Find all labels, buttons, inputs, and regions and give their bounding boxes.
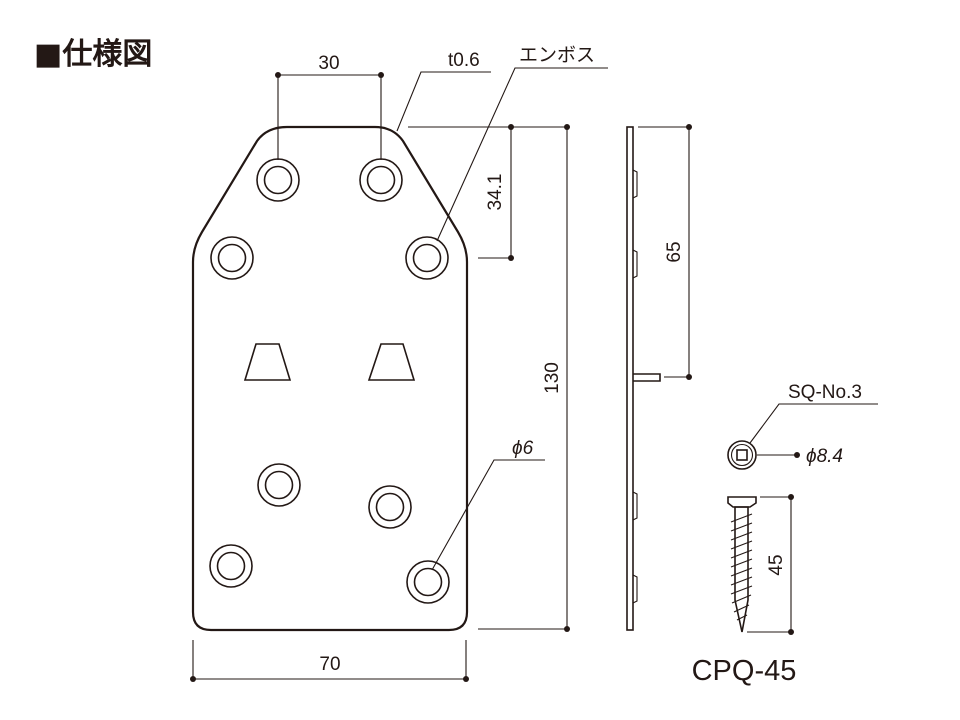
screw-head-dia-label: ϕ8.4: [806, 446, 843, 467]
dimension-45: [747, 494, 794, 635]
dim-width-label: 70: [319, 654, 340, 675]
dimension-hole-pitch: [275, 72, 384, 160]
thickness-label: t0.6: [448, 50, 480, 71]
screw-drive-leader: [749, 403, 878, 444]
hole-emboss: [405, 236, 449, 280]
claw-tab: [243, 343, 292, 381]
dimension-130: [478, 124, 570, 632]
dim-65-label: 65: [664, 241, 685, 262]
dimension-34: [408, 124, 514, 261]
hole: [210, 236, 254, 280]
dimension-width: [190, 640, 469, 682]
screw-side-view: [727, 496, 757, 633]
dim-130-label: 130: [542, 362, 563, 394]
emboss-label: エンボス: [519, 44, 595, 66]
hole: [209, 544, 253, 588]
dim-45-label: 45: [766, 554, 787, 575]
screw-head-top-view: [727, 440, 757, 470]
emboss-leader: [436, 67, 608, 242]
screw-head-dia-leader: [757, 452, 800, 458]
hole: [257, 463, 301, 507]
hole: [368, 485, 412, 529]
claw-tab: [367, 343, 416, 381]
thickness-leader: [396, 71, 491, 132]
dim-34-label: 34.1: [485, 174, 506, 211]
plate-outline: [191, 125, 469, 632]
page-title: ■仕様図: [34, 37, 152, 72]
dimension-65: [638, 124, 692, 380]
model-name: CPQ-45: [692, 655, 797, 687]
hole-phi6: [406, 560, 450, 604]
dim-hole-pitch-label: 30: [318, 53, 339, 74]
hole-dia-leader: [431, 459, 545, 571]
hole-dia-label: ϕ6: [512, 438, 534, 459]
plate-side-view: [626, 126, 661, 631]
screw-drive-label: SQ-No.3: [788, 382, 862, 403]
